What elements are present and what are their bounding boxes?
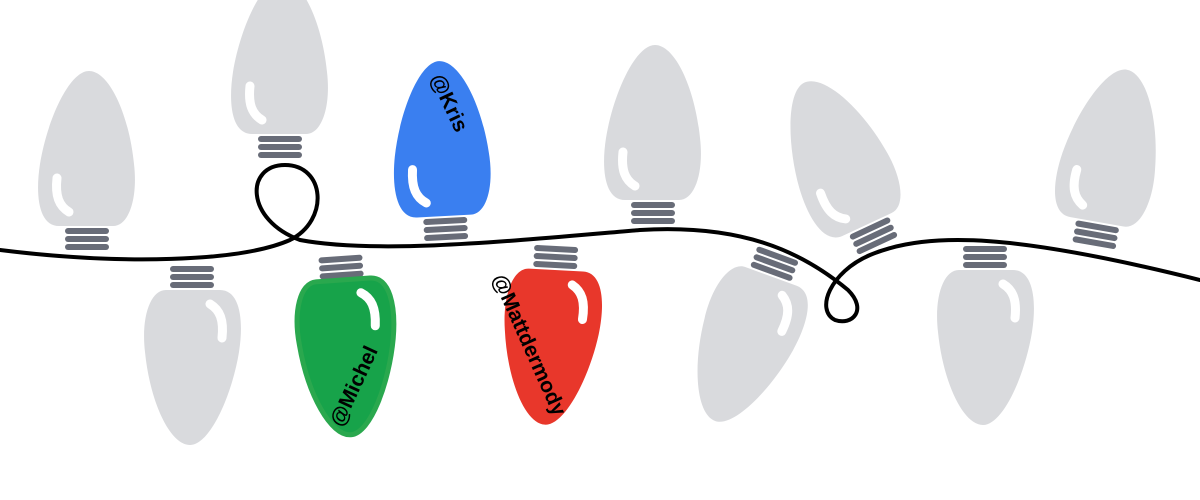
- bulb-gray-3: [231, 0, 328, 158]
- socket: [1072, 220, 1120, 250]
- bulb-gray-4: [604, 45, 701, 224]
- bulb-gray-2: [144, 266, 241, 445]
- bulb-gray-6: [758, 63, 912, 256]
- bulb-glass: [1049, 60, 1173, 231]
- bulb-glass: [144, 290, 241, 445]
- socket: [963, 246, 1007, 268]
- socket: [423, 216, 469, 242]
- socket: [170, 266, 214, 288]
- bulb-gray-8: [1049, 60, 1173, 250]
- bulb-gray-1: [38, 71, 135, 250]
- bulb-gray-5: [671, 245, 817, 439]
- bulb-gray-7: [937, 246, 1034, 425]
- socket: [258, 136, 302, 158]
- socket: [65, 228, 109, 250]
- bulb-glass: [38, 71, 135, 226]
- wire: [0, 162, 1200, 324]
- socket: [631, 202, 675, 224]
- bulb-glass: [231, 0, 328, 134]
- bulb-glass: [604, 45, 701, 200]
- socket: [318, 254, 364, 280]
- bulb-glass: [937, 270, 1034, 425]
- bulb-glass: [671, 259, 817, 439]
- socket: [533, 244, 579, 270]
